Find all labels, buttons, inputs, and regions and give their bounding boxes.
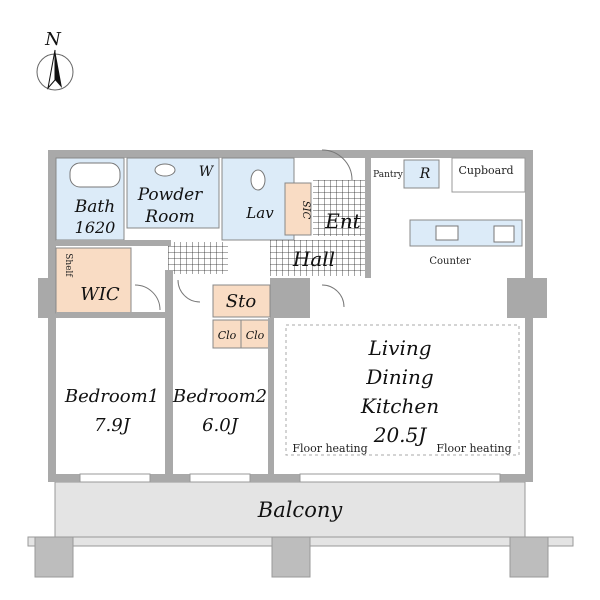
cupboard-label: Cupboard	[458, 164, 513, 177]
shelf-label: Shelf	[63, 253, 73, 277]
wall	[165, 270, 173, 474]
column	[509, 536, 549, 578]
hall-floor	[270, 240, 365, 276]
closet-a-label: Clo	[218, 329, 237, 342]
counter-label: Counter	[429, 256, 470, 267]
balcony-area	[54, 481, 526, 538]
wall	[56, 312, 170, 318]
sic-closet	[284, 182, 312, 236]
compass-letter: N	[44, 29, 62, 50]
ldk-label-line3: Kitchen	[360, 394, 439, 418]
window	[79, 473, 151, 483]
column	[38, 278, 60, 318]
ldk-size: 20.5J	[373, 423, 428, 447]
bath-size: 1620	[75, 218, 116, 237]
floor-heating-left-label: Floor heating	[292, 442, 367, 455]
entrance-floor	[313, 180, 365, 236]
bathtub-icon	[69, 162, 121, 188]
hall-floor	[168, 242, 228, 274]
ldk-label-line2: Dining	[365, 365, 433, 389]
sink-icon	[154, 163, 176, 177]
powder-room-label-line2: Room	[144, 207, 194, 227]
bedroom1-label: Bedroom1	[64, 386, 159, 407]
entrance-label: Ent	[324, 209, 361, 233]
washer-label: W	[199, 164, 215, 180]
cupboard-unit	[451, 157, 526, 193]
bedroom2-label: Bedroom2	[172, 386, 267, 407]
powder-room-label: Powder	[137, 185, 203, 205]
refrigerator-space	[403, 159, 440, 189]
window	[299, 473, 501, 483]
wall	[268, 318, 274, 474]
wall	[365, 150, 371, 278]
door	[134, 284, 161, 311]
storage-room	[212, 284, 271, 318]
door	[321, 149, 353, 181]
stove-icon	[493, 225, 515, 243]
toilet-icon	[250, 169, 266, 191]
floor-heating-right-label: Floor heating	[436, 442, 511, 455]
pantry-label: Pantry	[373, 170, 404, 180]
bath-label: Bath	[74, 197, 115, 217]
closet-b	[240, 319, 270, 349]
window	[189, 473, 251, 483]
north-arrow-icon: N	[36, 29, 74, 91]
column	[34, 536, 74, 578]
balcony-label: Balcony	[257, 498, 344, 522]
ldk-label-line1: Living	[367, 336, 431, 360]
wall	[48, 150, 533, 158]
wic-room	[55, 247, 132, 314]
wic-label: WIC	[80, 284, 120, 305]
storage-label: Sto	[226, 291, 257, 312]
powder-room	[126, 157, 220, 229]
lav-label: Lav	[245, 204, 274, 222]
door	[321, 284, 345, 308]
hall-label: Hall	[292, 247, 335, 271]
bedroom1-size: 7.9J	[94, 415, 132, 436]
column	[271, 536, 311, 578]
floor-heating-zone	[285, 324, 520, 456]
column	[270, 278, 310, 318]
door	[177, 279, 201, 303]
sic-label: SIC	[300, 201, 311, 220]
wall	[48, 474, 533, 482]
closet-b-label: Clo	[246, 329, 265, 342]
wall	[56, 240, 171, 246]
column	[507, 278, 547, 318]
closet-a	[212, 319, 242, 349]
bedroom2-size: 6.0J	[202, 415, 240, 436]
refrigerator-label: R	[419, 166, 431, 182]
sink-icon	[435, 225, 459, 241]
